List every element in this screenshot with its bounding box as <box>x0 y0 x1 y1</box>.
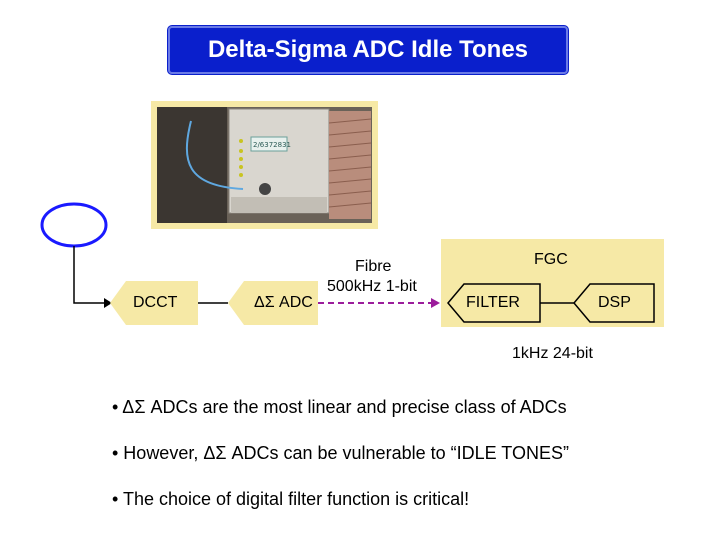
page-title: Delta-Sigma ADC Idle Tones <box>207 36 529 63</box>
output-rate-label: 1kHz 24-bit <box>512 345 593 362</box>
dcct-arrowhead <box>104 298 112 308</box>
ring-icon <box>40 202 108 248</box>
fgc-label: FGC <box>534 251 568 268</box>
fibre-label: Fibre <box>355 258 392 275</box>
bullet-item: • However, ΔΣ ADCs can be vulnerable to … <box>112 443 569 463</box>
fibre-rate-label: 500kHz 1-bit <box>327 278 417 295</box>
ring-to-dcct-line <box>73 246 104 304</box>
dcct-block <box>110 281 198 325</box>
fgc-container <box>441 239 664 327</box>
hardware-photo: 2/6372831 <box>157 107 372 223</box>
adc-block <box>228 281 318 325</box>
dcct-label: DCCT <box>133 294 178 311</box>
bullet-item: • ΔΣ ADCs are the most linear and precis… <box>112 397 567 417</box>
dsp-block <box>573 283 655 323</box>
dsp-label: DSP <box>598 294 631 311</box>
photo-frame: 2/6372831 <box>151 101 378 229</box>
serial-label: 2/6372831 <box>253 141 291 149</box>
fibre-arrowhead <box>431 298 440 308</box>
adc-label: ΔΣ ADC <box>254 294 313 311</box>
title-banner: Delta-Sigma ADC Idle Tones <box>168 26 568 74</box>
bullet-list: • ΔΣ ADCs are the most linear and precis… <box>112 398 712 536</box>
bullet-item: • The choice of digital filter function … <box>112 489 470 509</box>
filter-label: FILTER <box>466 294 520 311</box>
